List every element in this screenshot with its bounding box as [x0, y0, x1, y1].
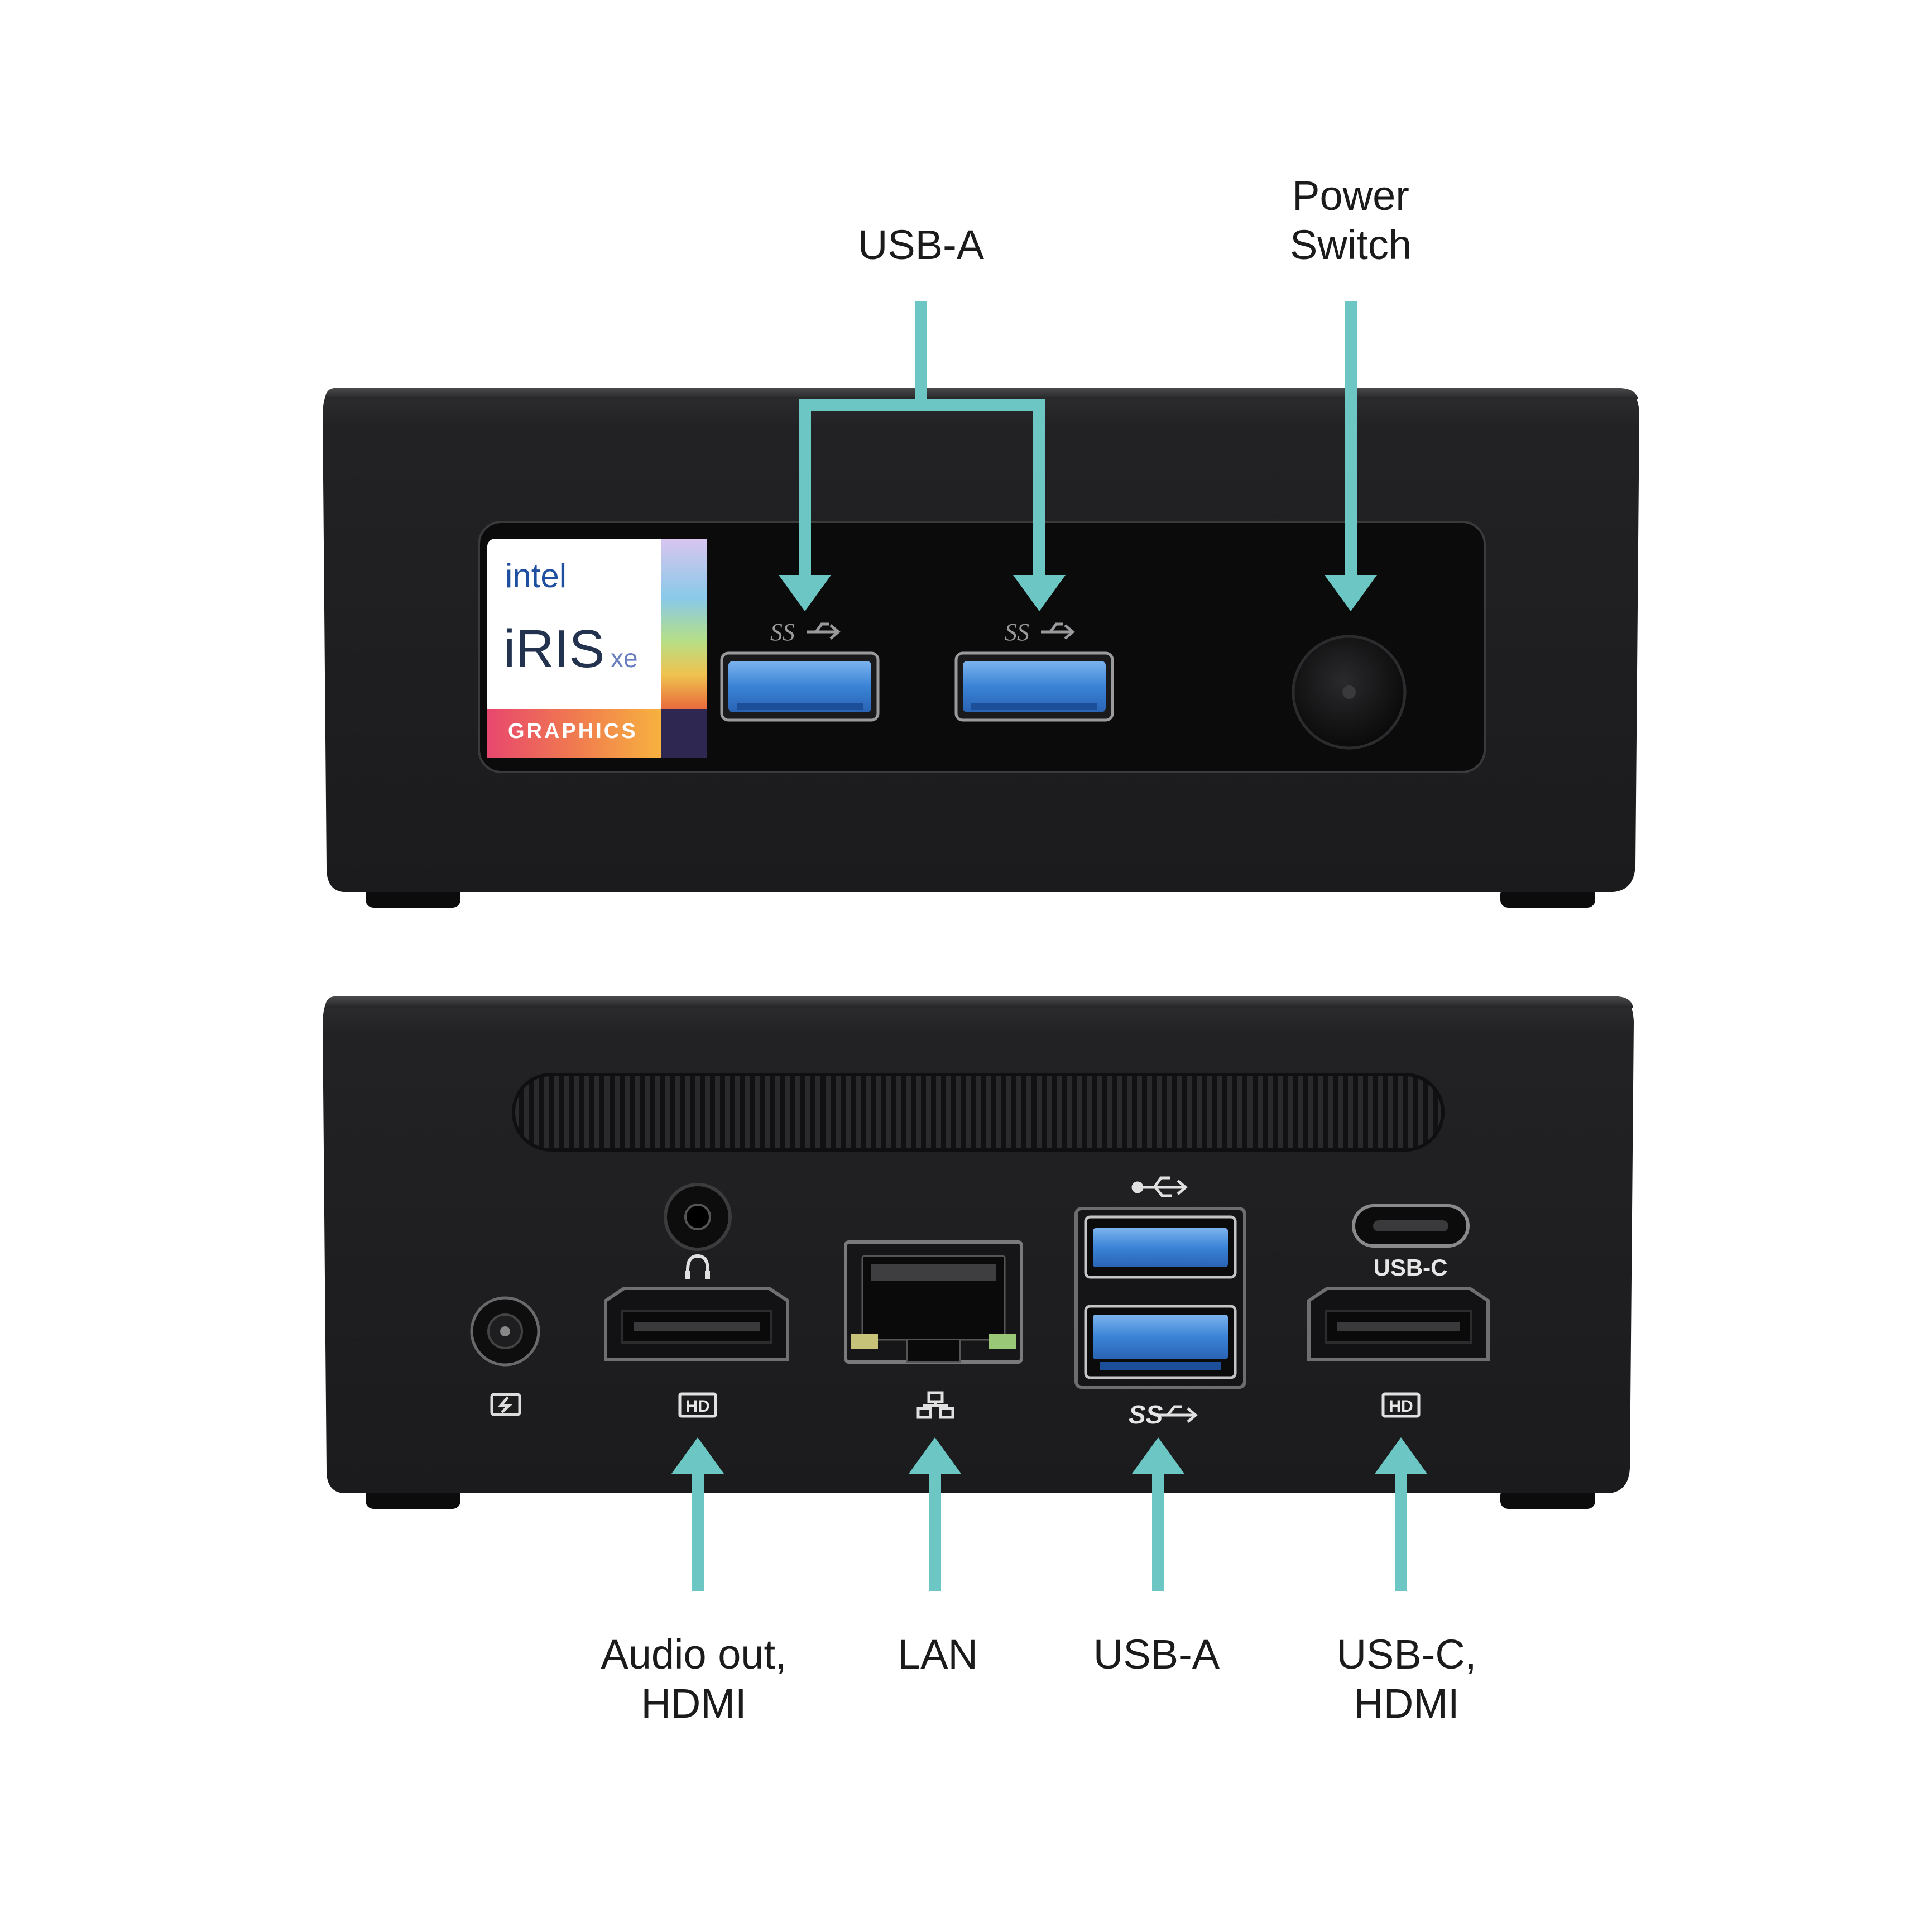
label-line: LAN [898, 1631, 978, 1677]
label-line: USB-A [857, 222, 985, 268]
arrow-usbc-hdmi [1375, 1437, 1427, 1591]
label-usbc-hdmi: USB-C, HDMI [1337, 1630, 1477, 1728]
hdmi-mark: HD [685, 1397, 709, 1416]
usb-c-mark: USB-C [1374, 1254, 1448, 1281]
case-top-edge [325, 388, 1638, 399]
arrow-rear-usb-a [1132, 1437, 1184, 1591]
label-audio-hdmi: Audio out, HDMI [601, 1630, 786, 1728]
label-line: USB-C, [1336, 1631, 1477, 1677]
label-lan: LAN [898, 1630, 978, 1679]
usb-ss-mark: SS [770, 619, 795, 646]
badge-brand: intel [505, 557, 567, 595]
label-line: HDMI [1354, 1680, 1460, 1727]
badge-product: iRIS [503, 619, 604, 679]
callout-arrows [671, 301, 1427, 1591]
label-front-usb-a: USB-A [858, 220, 984, 270]
badge-tagline: GRAPHICS [508, 720, 638, 743]
dc-power-jack [470, 1296, 540, 1367]
hdmi-icon: HD [1381, 1392, 1421, 1418]
badge-product-suffix: xe [611, 644, 638, 673]
rear-usb-stack [1074, 1207, 1246, 1389]
hdmi-icon: HD [678, 1392, 717, 1418]
headphone-icon [685, 1254, 710, 1279]
power-led [1342, 685, 1356, 699]
network-icon [916, 1391, 954, 1419]
usb-ss-mark: SS [1005, 619, 1029, 646]
front-usb-port-2 [954, 651, 1114, 722]
label-line: USB-A [1093, 1631, 1220, 1677]
rear-vent [512, 1073, 1445, 1152]
usb-ss-icon [1155, 1405, 1198, 1423]
front-usb-port-1 [720, 651, 880, 722]
arrow-lan [909, 1437, 961, 1591]
arrow-audio-hdmi [671, 1437, 724, 1591]
label-line: Power [1292, 172, 1409, 219]
rear-unit: HD [323, 996, 1634, 1509]
intel-iris-badge: intel iRIS xe GRAPHICS [487, 539, 707, 758]
front-unit: intel iRIS xe GRAPHICS SS SS [323, 388, 1639, 908]
label-power-switch: Power Switch [1290, 171, 1412, 270]
label-line: HDMI [641, 1680, 747, 1727]
label-line: Audio out, [601, 1631, 787, 1677]
label-rear-usb-a: USB-A [1093, 1630, 1220, 1679]
usb-ss-icon [1041, 622, 1075, 640]
hdmi-port-1 [604, 1287, 789, 1361]
usb-ss-mark: SS [1129, 1400, 1163, 1429]
lan-port [844, 1240, 1023, 1364]
usb-c-port [1352, 1204, 1470, 1248]
audio-jack [664, 1183, 732, 1251]
usb-icon [1131, 1176, 1188, 1197]
case-top-edge [325, 996, 1633, 1008]
dc-power-icon [490, 1393, 521, 1416]
hdmi-mark: HD [1389, 1397, 1413, 1416]
hdmi-port-2 [1307, 1287, 1490, 1361]
arrow-power-switch [1325, 301, 1377, 611]
usb-ss-icon [807, 622, 841, 640]
arrow-front-usb-a [779, 301, 1066, 611]
label-line: Switch [1290, 222, 1412, 268]
